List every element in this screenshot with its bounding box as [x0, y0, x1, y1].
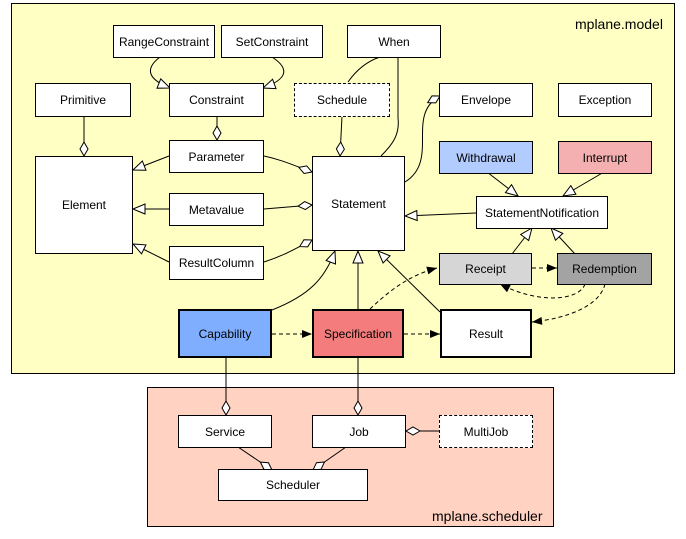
class-rangeconstraint[interactable]: RangeConstraint [113, 25, 215, 58]
edge-job-scheduler [312, 446, 347, 471]
edge-parameter-statement [263, 155, 313, 174]
class-statement[interactable]: Statement [312, 156, 405, 251]
class-setconstraint[interactable]: SetConstraint [221, 25, 323, 58]
class-scheduler[interactable]: Scheduler [218, 469, 368, 501]
class-envelope[interactable]: Envelope [439, 83, 533, 117]
class-withdrawal[interactable]: Withdrawal [439, 141, 533, 174]
class-constraint[interactable]: Constraint [169, 83, 264, 117]
class-redemption[interactable]: Redemption [557, 253, 652, 285]
class-schedule[interactable]: Schedule [294, 83, 390, 117]
class-job[interactable]: Job [312, 415, 406, 448]
edge-resultcolumn-element [133, 244, 170, 263]
edge-receipt-statementnotification [511, 228, 532, 255]
class-resultcolumn[interactable]: ResultColumn [169, 246, 264, 280]
edge-redemption-result [531, 283, 606, 325]
class-element[interactable]: Element [35, 156, 133, 254]
edge-redemption-statementnotification [551, 228, 576, 255]
edge-withdrawal-statementnotification [486, 171, 518, 196]
edge-setconstraint-constraint [263, 56, 285, 88]
edge-parameter-element [133, 155, 170, 170]
class-multijob[interactable]: MultiJob [439, 415, 533, 448]
class-when[interactable]: When [347, 25, 441, 58]
edge-interrupt-statementnotification [563, 171, 605, 196]
class-statementnotification[interactable]: StatementNotification [476, 196, 608, 229]
edge-specification-receipt [369, 266, 438, 310]
class-metavalue[interactable]: Metavalue [169, 193, 264, 226]
edge-when-schedule [347, 56, 381, 83]
edge-metavalue-statement [263, 201, 314, 211]
class-result[interactable]: Result [440, 309, 532, 358]
class-specification[interactable]: Specification [312, 309, 404, 358]
class-exception[interactable]: Exception [558, 83, 652, 117]
package-mplane-scheduler [147, 387, 554, 527]
edge-result-statement [378, 251, 441, 313]
class-primitive[interactable]: Primitive [35, 83, 131, 117]
edge-envelope-statement [404, 95, 441, 183]
edge-resultcolumn-statement [263, 239, 313, 263]
edge-statementnotification-statement [405, 213, 477, 216]
class-receipt[interactable]: Receipt [439, 253, 532, 285]
package-label-model: mplane.model [575, 16, 663, 32]
class-service[interactable]: Service [178, 415, 272, 448]
class-capability[interactable]: Capability [178, 309, 272, 358]
class-parameter[interactable]: Parameter [169, 140, 264, 173]
edge-capability-statement [271, 251, 335, 311]
package-label-scheduler: mplane.scheduler [432, 508, 543, 524]
edge-redemption-receipt [499, 283, 586, 299]
edge-service-scheduler [237, 446, 273, 471]
edge-schedule-statement [335, 115, 345, 158]
edge-rangeconstraint-constraint [149, 56, 170, 88]
class-interrupt[interactable]: Interrupt [558, 141, 652, 174]
